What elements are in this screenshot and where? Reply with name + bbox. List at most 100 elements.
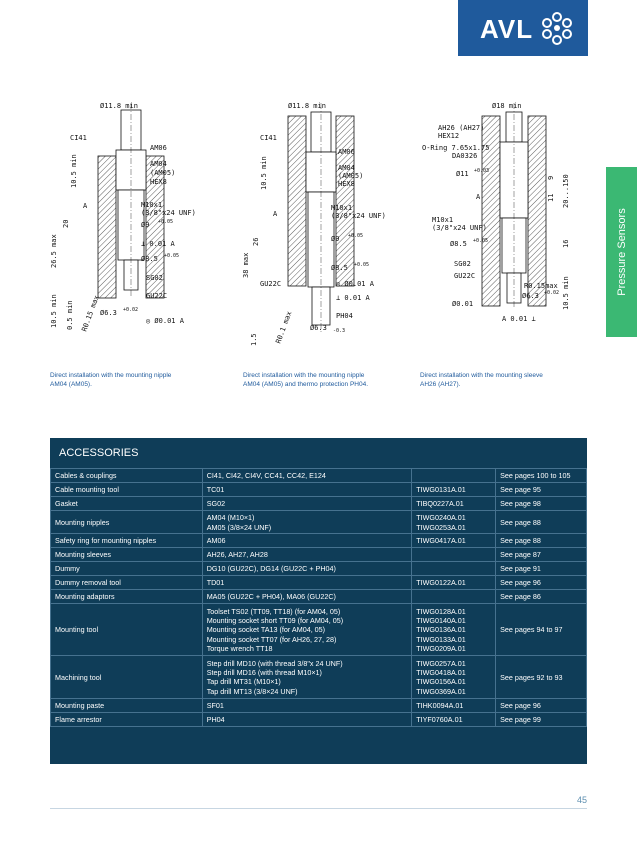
accessory-name: Mounting sleeves [50, 547, 203, 563]
caption-line: AH26 (AH27). [420, 381, 461, 388]
accessory-page-ref: See pages 100 to 105 [495, 468, 587, 483]
accessory-item: Step drill MD16 (with thread M10×1) [206, 667, 322, 677]
accessory-item: SG02 [206, 499, 226, 509]
accessory-items: TD01 [201, 575, 413, 591]
accessory-code: TIWG0417A.01 [416, 536, 466, 546]
accessory-codes: TIWG0417A.01 [411, 533, 497, 549]
accessory-name: Safety ring for mounting nipples [50, 533, 203, 549]
label-unf: (3/8"x24 UNF) [331, 212, 386, 220]
label-m10: M10x1 [331, 204, 352, 212]
label-d63-tol: +0.02 [123, 307, 138, 313]
accessory-item: PH04 [206, 714, 225, 724]
accessory-item: Step drill MD10 (with thread 3/8"x 24 UN… [206, 658, 343, 668]
accessory-page-ref: See page 88 [495, 509, 587, 535]
avl-logo-icon [542, 12, 572, 45]
accessory-items: PH04 [201, 711, 413, 727]
accessory-item: AM05 (3/8×24 UNF) [206, 522, 272, 532]
accessory-name: Cable mounting tool [50, 482, 203, 497]
accessory-item: Mounting socket TT07 (for AH26, 27, 28) [206, 634, 337, 644]
accessory-items: AM04 (M10×1)AM05 (3/8×24 UNF) [201, 509, 413, 535]
label-d63: Ø6.3 [522, 292, 539, 300]
accessory-codes: TIWG0131A.01 [411, 482, 497, 497]
accessory-name: Mounting adaptors [50, 589, 203, 605]
label-sg: SG02 [454, 260, 471, 268]
accessory-item: Tap drill MT31 (M10×1) [206, 677, 281, 687]
label-d11: Ø11 [456, 170, 469, 178]
dim-v3: 38 max [242, 253, 250, 278]
accessory-item: Mounting socket TA13 (for AM04, 05) [206, 625, 326, 635]
accessory-name: Dummy removal tool [50, 575, 203, 591]
accessory-item: CI41, CI42, CI4V, CC41, CC42, E124 [206, 471, 326, 481]
label-concentric: Ø0.01 [452, 300, 473, 308]
accessory-items: CI41, CI42, CI4V, CC41, CC42, E124 [201, 468, 413, 483]
label-hex: HEX8 [150, 178, 167, 186]
label-d85-tol: +0.05 [473, 238, 488, 244]
label-gu: GU22C [146, 292, 167, 300]
accessory-code: TIBQ0227A.01 [416, 499, 464, 509]
accessory-item: AM04 (M10×1) [206, 513, 255, 523]
accessory-item: SF01 [206, 700, 224, 710]
label-am04: AM04 [150, 160, 167, 168]
accessory-name: Mounting tool [50, 603, 203, 657]
dim-v1: 10.5 min [70, 154, 78, 188]
accessory-item: Mounting socket short TT09 (for AM04, 05… [206, 616, 344, 626]
dim-v5: 0.5 min [66, 300, 74, 330]
accessory-page-ref: See page 95 [495, 482, 587, 497]
dim-v2: 11 [547, 194, 555, 202]
accessory-items: AM06 [201, 533, 413, 549]
accessory-code: TIWG0209A.01 [416, 644, 466, 654]
brand-name: AVL [480, 14, 534, 44]
installation-drawing-2: Ø11.8 min CI41 AM06 AM04 (AM05) HEX8 M10… [242, 102, 386, 346]
label-ref: A [273, 210, 278, 218]
accessory-codes: TIBQ0227A.01 [411, 496, 497, 511]
accessory-code: TIWG0257A.01 [416, 658, 466, 668]
label-concentric: ◎ Ø0.01 A [146, 317, 185, 325]
label-d85: Ø8.5 [450, 240, 467, 248]
accessory-code: TIWG0369A.01 [416, 686, 466, 696]
accessory-name: Machining tool [50, 655, 203, 699]
accessories-title: ACCESSORIES [59, 447, 139, 459]
label-da: DA0326 [452, 152, 477, 160]
label-d85: Ø8.5 [141, 255, 158, 263]
installation-drawing-3: Ø18 min AH26 (AH27) HEX12 O-Ring 7.65x1.… [422, 102, 570, 323]
dim-v4: 10.5 min [50, 294, 58, 328]
accessory-item: MA05 (GU22C + PH04), MA06 (GU22C) [206, 592, 336, 602]
label-am05: (AM05) [338, 172, 363, 180]
accessory-code: TIWG0136A.01 [416, 625, 466, 635]
label-m10: M10x1 [432, 216, 453, 224]
accessory-items: SF01 [201, 697, 413, 713]
accessory-page-ref: See page 96 [495, 697, 587, 713]
caption-line: AM04 (AM05) and thermo protection PH04. [243, 381, 369, 388]
accessory-code: TIWG0418A.01 [416, 667, 466, 677]
accessory-code: TIWG0140A.01 [416, 616, 466, 626]
caption-line: Direct installation with the mounting sl… [420, 372, 543, 379]
accessory-page-ref: See page 96 [495, 575, 587, 591]
accessory-items: Step drill MD10 (with thread 3/8"x 24 UN… [201, 655, 413, 699]
dim-v2: 26 [252, 238, 260, 246]
accessory-page-ref: See pages 92 to 93 [495, 655, 587, 699]
caption-drawing-2: Direct installation with the mounting ni… [243, 371, 368, 389]
accessory-codes: TIWG0122A.01 [411, 575, 497, 591]
accessory-name: Gasket [50, 496, 203, 511]
label-d9-tol: +0.05 [348, 233, 363, 239]
accessory-codes [411, 589, 497, 605]
label-am06: AM06 [150, 144, 167, 152]
accessory-items: SG02 [201, 496, 413, 511]
caption-drawing-1: Direct installation with the mounting ni… [50, 371, 171, 389]
label-gu: GU22C [260, 280, 281, 288]
accessory-code: TIWG0133A.01 [416, 634, 466, 644]
section-tab: Pressure Sensors [606, 167, 637, 337]
accessory-name: Dummy [50, 561, 203, 577]
accessory-item: DG10 (GU22C), DG14 (GU22C + PH04) [206, 564, 336, 574]
label-perp: ⊥ 0.01 A [336, 294, 371, 302]
section-tab-label: Pressure Sensors [615, 208, 628, 296]
